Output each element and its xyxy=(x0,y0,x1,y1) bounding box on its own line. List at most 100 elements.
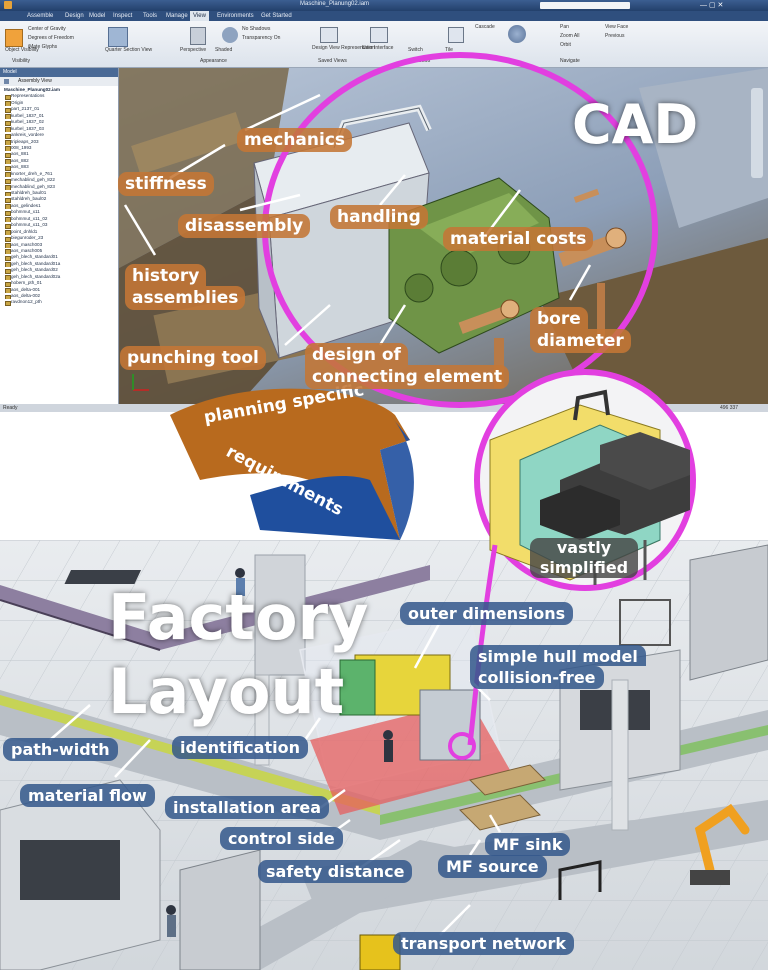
browser-tree-item[interactable]: kurbel_1837_02 xyxy=(2,119,116,126)
label-control-side: control side xyxy=(220,827,343,850)
quarter-section-icon[interactable] xyxy=(108,27,128,47)
view-cube-icon[interactable] xyxy=(508,25,526,43)
browser-tree-item[interactable]: aos_881 xyxy=(2,151,116,158)
ribbon-tab-view[interactable]: View xyxy=(190,11,209,21)
browser-tree-item[interactable]: tripleaps_203 xyxy=(2,139,116,145)
ribbon-item-degrees-of-freedom[interactable]: Degrees of Freedom xyxy=(28,35,74,41)
model-browser: Model Assembly View Maschine_Planung02.i… xyxy=(0,68,119,404)
ribbon-item-center-of-gravity[interactable]: Center of Gravity xyxy=(28,26,66,32)
machine-highlight-ring xyxy=(448,732,476,760)
browser-tree-item[interactable]: aos_delta-001 xyxy=(2,287,116,293)
ribbon-item-imate-glyphs[interactable]: iMate Glyphs xyxy=(28,44,58,50)
inset-label-line1: vastly xyxy=(556,538,612,557)
browser-tree-item[interactable]: biegunroder_23 xyxy=(2,235,116,242)
browser-view-dropdown[interactable]: Assembly View xyxy=(0,77,118,86)
app-logo-icon xyxy=(4,1,12,9)
browser-tree-item[interactable]: ravdnon12_pth xyxy=(2,299,116,306)
label-material-flow: material flow xyxy=(20,784,155,807)
window-controls-icon[interactable]: — ▢ ✕ xyxy=(700,2,724,9)
user-interface-icon[interactable] xyxy=(370,27,388,43)
browser-tree-item[interactable]: aos_gelindes1 xyxy=(2,203,116,210)
browser-tree-item[interactable]: aos_masch005 xyxy=(2,248,116,255)
label-assemblies: assemblies xyxy=(125,286,246,310)
browser-tree-item[interactable]: Origin xyxy=(2,100,116,107)
browser-tree-item[interactable]: mechablind_geh_822 xyxy=(2,177,116,184)
label-transport-network: transport network xyxy=(393,932,574,955)
ribbon-item-pan[interactable]: Pan xyxy=(560,24,569,30)
browser-tree-item[interactable]: bohmmut_x11_02 xyxy=(2,216,116,223)
ribbon-item-shaded[interactable]: Shaded xyxy=(215,47,233,53)
browser-tree-item[interactable]: kurbel_1837_01 xyxy=(2,113,116,120)
perspective-icon[interactable] xyxy=(190,27,206,45)
ribbon-item-quarter-section-view[interactable]: Quarter Section View xyxy=(105,47,153,53)
browser-tree-item[interactable]: mechablind_geh_823 xyxy=(2,184,116,190)
ribbon-tab-model[interactable]: Model xyxy=(89,13,106,19)
browser-tree-item[interactable]: geh_blech_standard02 xyxy=(2,267,116,274)
label-collision-free: collision-free xyxy=(470,666,604,689)
label-connecting-element: connecting element xyxy=(305,365,510,389)
label-path-width: path-width xyxy=(3,738,118,761)
browser-tree-item[interactable]: geh_blech_standard01a xyxy=(2,261,116,268)
label-punching-tool: punching tool xyxy=(120,346,266,370)
label-mf-sink: MF sink xyxy=(485,833,571,856)
browser-tree-item[interactable]: 008_1993 xyxy=(2,145,116,152)
browser-header: Model xyxy=(0,68,118,77)
ribbon-item-tile[interactable]: Tile xyxy=(445,47,453,53)
browser-tree-item[interactable]: stahldreh_baul02 xyxy=(2,196,116,203)
ribbon-tab-tools[interactable]: Tools xyxy=(143,13,158,19)
ribbon-item-view-face[interactable]: View Face xyxy=(605,24,629,30)
ribbon-item-object-visibility[interactable]: Object Visibility xyxy=(5,47,39,53)
label-installation-area: installation area xyxy=(165,796,330,819)
ribbon-item-transparency-on[interactable]: Transparency On xyxy=(242,35,281,41)
ribbon-item-perspective[interactable]: Perspective xyxy=(180,47,207,53)
ribbon-tab-manage[interactable]: Manage xyxy=(166,13,188,19)
ribbon-item-previous[interactable]: Previous xyxy=(605,33,625,39)
navigation-bar[interactable] xyxy=(751,88,763,178)
browser-tree-item[interactable]: bohmmut_x11 xyxy=(2,209,116,216)
browser-tree-item[interactable]: geh_blech_standard01 xyxy=(2,254,116,261)
ribbon-tab-assemble[interactable]: Assemble xyxy=(27,13,54,19)
ribbon-item-zoom-all[interactable]: Zoom All xyxy=(560,33,580,39)
browser-tree-item[interactable]: kurbel_1837_03 xyxy=(2,126,116,133)
filter-icon[interactable] xyxy=(4,79,9,84)
browser-tree-item[interactable]: aos_883 xyxy=(2,164,116,171)
ribbon-tab-design[interactable]: Design xyxy=(65,13,84,19)
browser-tree-item[interactable]: bohmmut_x11_03 xyxy=(2,222,116,229)
ribbon-tab-inspect[interactable]: Inspect xyxy=(113,13,133,19)
label-identification: identification xyxy=(172,736,308,759)
label-material-costs: material costs xyxy=(443,227,594,251)
browser-tree-item[interactable]: knorter_dreh_e_761 xyxy=(2,171,116,178)
browser-tree-item[interactable]: ankreis_vordere xyxy=(2,132,116,139)
factory-title: Factory xyxy=(108,581,369,654)
browser-tree-item[interactable]: aos_delta-002 xyxy=(2,293,116,300)
ribbon-item-no-shadows[interactable]: No Shadows xyxy=(242,26,271,32)
browser-tree-item[interactable]: hobern_pth_01 xyxy=(2,280,116,287)
browser-tree-item[interactable]: part_2137_01 xyxy=(2,106,116,113)
help-search-input[interactable] xyxy=(540,2,630,9)
object-visibility-icon[interactable] xyxy=(5,29,23,47)
layout-title: Layout xyxy=(108,655,345,728)
tile-icon[interactable] xyxy=(448,27,464,43)
browser-root-item[interactable]: Maschine_Planung02.iam xyxy=(4,87,60,92)
factory-layout-render xyxy=(0,540,768,970)
factory-scene xyxy=(0,540,768,970)
ribbon-item-user-interface[interactable]: User Interface xyxy=(362,45,394,51)
ribbon-item-design-view-representation[interactable]: Design View Representation xyxy=(312,45,376,51)
browser-tree-item[interactable]: point_dnhld1 xyxy=(2,229,116,236)
ribbon-item-switch[interactable]: Switch xyxy=(408,47,423,53)
browser-tree-item[interactable]: aos_masch003 xyxy=(2,242,116,248)
ribbon-tab-environments[interactable]: Environments xyxy=(217,13,254,19)
shaded-icon[interactable] xyxy=(222,27,238,43)
browser-tree-item[interactable]: geh_blech_standard02a xyxy=(2,274,116,281)
browser-tree-item[interactable]: Representations xyxy=(2,93,116,100)
design-view-icon[interactable] xyxy=(320,27,338,43)
ribbon-item-orbit[interactable]: Orbit xyxy=(560,42,571,48)
ribbon-item-cascade[interactable]: Cascade xyxy=(475,24,495,30)
browser-tree-item[interactable]: stahldreh_baul01 xyxy=(2,190,116,197)
browser-tree-item[interactable]: aos_882 xyxy=(2,158,116,165)
ribbon-tab-get-started[interactable]: Get Started xyxy=(261,13,292,19)
ribbon-group-navigate: Navigate xyxy=(560,58,580,64)
